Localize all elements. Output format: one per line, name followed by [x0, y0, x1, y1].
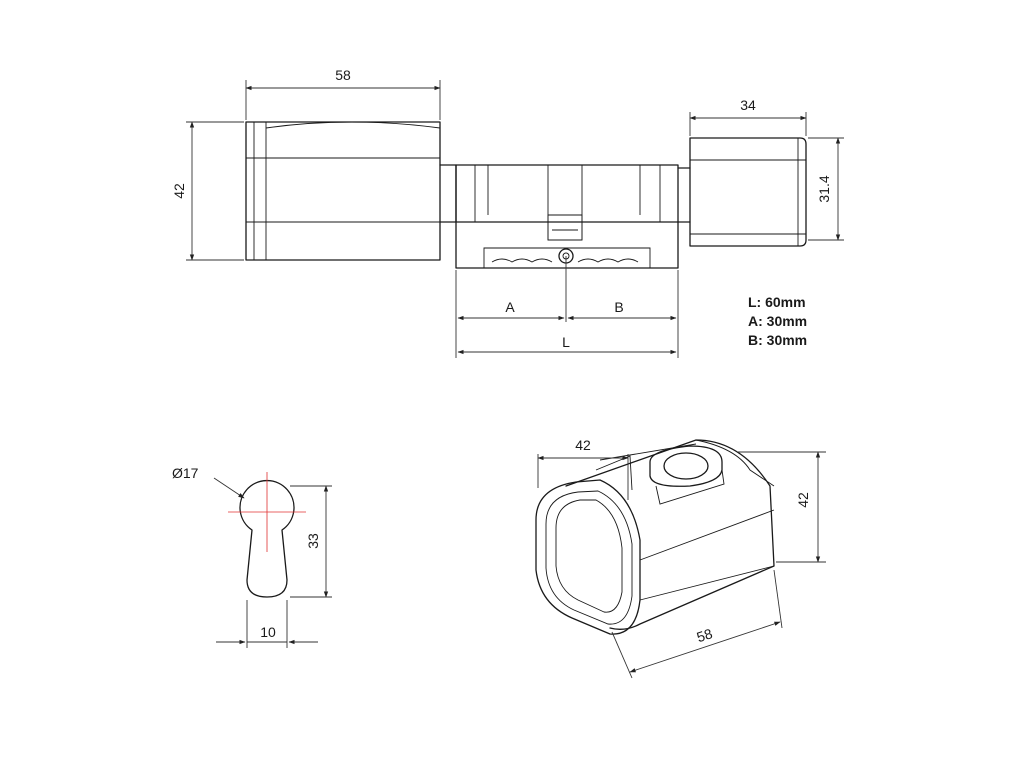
iso-side-height-label: 42	[795, 492, 811, 508]
cylinder-body	[439, 164, 679, 322]
dim-knob-width: 58	[245, 67, 441, 120]
top-view: 58 42 34 31.4	[171, 67, 844, 358]
thumbturn-height-label: 31.4	[816, 175, 832, 202]
specs-list: L: 60mm A: 30mm B: 30mm	[748, 294, 807, 348]
dim-knob-height: 42	[171, 121, 244, 261]
thumbturn-width-label: 34	[740, 97, 756, 113]
diameter-label: Ø17	[172, 465, 199, 481]
spec-b: B: 30mm	[748, 332, 807, 348]
profile-width-label: 10	[260, 624, 276, 640]
iso-length-label: 58	[695, 625, 715, 645]
dim-b-label: B	[614, 299, 623, 315]
profile-view: Ø17 33 10	[172, 465, 332, 648]
dim-thumbturn-height: 31.4	[808, 137, 844, 241]
iso-view: 42 42 58	[535, 437, 826, 679]
knob-width-label: 58	[335, 67, 351, 83]
thumbturn-side	[677, 137, 807, 247]
dim-thumbturn-width: 34	[689, 97, 807, 136]
knob-height-label: 42	[171, 183, 187, 199]
dim-a-b-l: A B L	[455, 270, 679, 358]
profile-height-label: 33	[305, 533, 321, 549]
dim-a-label: A	[505, 299, 515, 315]
dim-l-label: L	[562, 334, 570, 350]
iso-top-width-label: 42	[575, 437, 591, 453]
spec-a: A: 30mm	[748, 313, 807, 329]
spec-l: L: 60mm	[748, 294, 806, 310]
smart-knob-side	[245, 121, 441, 261]
